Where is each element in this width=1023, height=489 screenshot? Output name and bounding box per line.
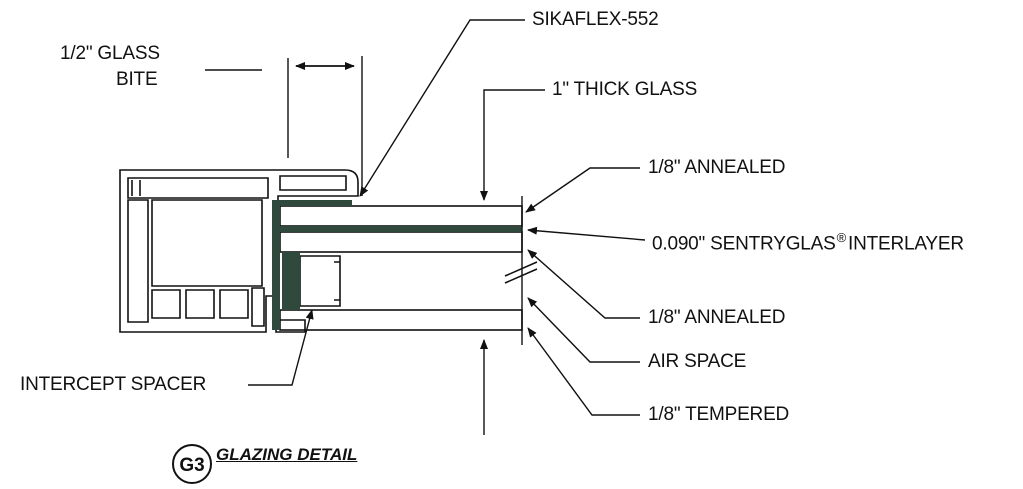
tempered-lite	[279, 309, 523, 331]
tempered-lite-label: 1/8" TEMPERED	[648, 404, 790, 425]
interlayer-label: 0.090" SENTRYGLAS®INTERLAYER	[652, 231, 964, 253]
outer-lite-label: 1/8" ANNEALED	[648, 157, 786, 178]
glass-bite-dimension	[205, 56, 363, 196]
interlayer-label-suffix: INTERLAYER	[847, 233, 964, 255]
spacer-label: INTERCEPT SPACER	[20, 374, 207, 395]
interlayer-leader	[527, 226, 646, 241]
sentryglas-interlayer	[280, 226, 522, 232]
intercept-spacer	[299, 255, 341, 307]
spacer-leader	[248, 309, 314, 386]
break-mark	[504, 261, 538, 277]
air-space-leader	[527, 297, 640, 363]
inner-annealed-lite	[279, 231, 523, 253]
detail-badge: G3	[172, 444, 212, 484]
glass-thickness-label: 1" THICK GLASS	[552, 79, 698, 100]
registered-mark: ®	[836, 230, 847, 245]
secondary-seal	[282, 252, 300, 310]
glass-thickness-leader-top	[480, 89, 545, 201]
detail-badge-text: G3	[179, 455, 204, 476]
sealant-label: SIKAFLEX-552	[532, 9, 659, 30]
interlayer-label-text: 0.090" SENTRYGLAS	[652, 233, 836, 255]
outer-annealed-lite	[279, 205, 523, 227]
glass-bite-label-line2: BITE	[116, 69, 158, 90]
outer-lite-leader	[525, 167, 640, 213]
air-space-label: AIR SPACE	[648, 351, 747, 372]
sealant-leader	[359, 19, 525, 197]
sikaflex-sealant	[272, 200, 352, 330]
inner-lite-leader	[527, 249, 640, 319]
tempered-lite-leader	[527, 327, 640, 416]
inner-lite-label: 1/8" ANNEALED	[648, 307, 786, 328]
glass-bite-label-line1: 1/2" GLASS	[60, 43, 160, 64]
break-mark	[504, 268, 538, 284]
detail-title: GLAZING DETAIL	[216, 445, 358, 464]
aluminum-frame	[119, 169, 359, 333]
